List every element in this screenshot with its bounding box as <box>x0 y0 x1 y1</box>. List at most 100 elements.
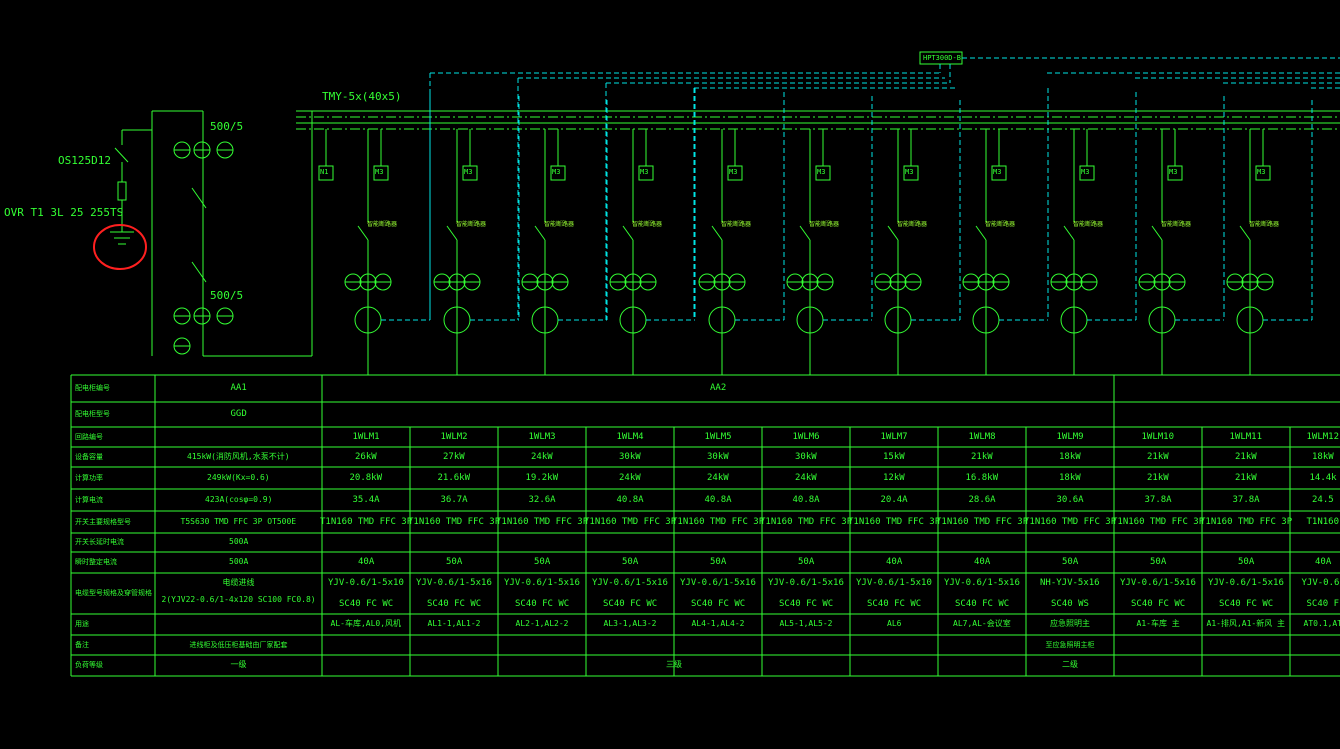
circuit-1-cable: YJV-0.6/1-5x10 <box>328 577 404 588</box>
circuit-9-instant: 50A <box>1062 556 1079 567</box>
circuit-2-power: 21.6kW <box>437 472 471 483</box>
circuit-4-cable: YJV-0.6/1-5x16 <box>592 577 668 588</box>
circuit-12-conduit: SC40 F <box>1306 598 1340 609</box>
circuit-4-current: 40.8A <box>616 494 644 505</box>
circuit-1-breaker: T1N160 TMD FFC 3P <box>320 516 413 527</box>
aa1-note: 进线柜及低压柜基础由厂家配套 <box>189 640 288 649</box>
circuit-7-capacity: 15kW <box>883 451 905 462</box>
circuit-12-breaker: T1N160 <box>1306 516 1340 527</box>
circuit-7-use: AL6 <box>887 619 902 628</box>
circuit-7-current: 20.4A <box>880 494 908 505</box>
feeder-6-meter-box <box>727 165 743 181</box>
feeder-10-meter-label: M3 <box>1081 168 1090 176</box>
feeder-5-meter-box <box>638 165 654 181</box>
circuit-3-capacity: 24kW <box>531 451 553 462</box>
circuit-8-current: 28.6A <box>968 494 996 505</box>
row-header-2: 配电柜型号 <box>75 410 110 418</box>
feeder-8-meter-box <box>903 165 919 181</box>
aa2-panel: AA2 <box>710 382 727 393</box>
feeder-11-meter-label: M3 <box>1169 168 1178 176</box>
circuit-5-id: 1WLM5 <box>704 431 732 442</box>
circuit-7-conduit: SC40 FC WC <box>867 598 922 609</box>
circuit-3-current: 32.6A <box>528 494 556 505</box>
circuit-3-conduit: SC40 FC WC <box>515 598 570 609</box>
circuit-5-instant: 50A <box>710 556 727 567</box>
circuit-3-power: 19.2kW <box>525 472 559 483</box>
control-wiring-layer <box>381 57 1340 321</box>
circuit-8-instant: 40A <box>974 556 991 567</box>
red-annotation-circle <box>93 224 147 270</box>
circuit-12-cable: YJV-0.6/ <box>1301 577 1340 588</box>
circuit-11-cable: YJV-0.6/1-5x16 <box>1208 577 1284 588</box>
feeder-9-meter-label: M3 <box>993 168 1002 176</box>
feeder-10-breaker-label: 智能断路器 <box>1073 221 1104 228</box>
circuit-12-current: 24.5 <box>1312 494 1334 505</box>
circuit-4-instant: 50A <box>622 556 639 567</box>
feeder-4-breaker-blade <box>534 225 546 241</box>
circuit-12-capacity: 18kW <box>1312 451 1334 462</box>
circuit-2-use: AL1-1,AL1-2 <box>427 619 481 628</box>
feeder-3-breaker-label: 智能断路器 <box>456 221 487 228</box>
circuit-5-cable: YJV-0.6/1-5x16 <box>680 577 756 588</box>
circuit-6-current: 40.8A <box>792 494 820 505</box>
circuit-4-capacity: 30kW <box>619 451 641 462</box>
circuit-1-instant: 40A <box>358 556 375 567</box>
busbar-label: TMY-5x(40x5) <box>322 90 402 103</box>
monitor-label: HPT300D-B <box>923 54 961 62</box>
arrester-body <box>117 181 127 201</box>
circuit-6-instant: 50A <box>798 556 815 567</box>
ct-bottom-label: 500/5 <box>210 289 244 302</box>
circuit-5-breaker: T1N160 TMD FFC 3P <box>672 516 765 527</box>
feeder-12-breaker-blade <box>1239 225 1251 241</box>
feeder-3-breaker-blade <box>446 225 458 241</box>
circuit-5-conduit: SC40 FC WC <box>691 598 746 609</box>
circuit-10-breaker: T1N160 TMD FFC 3P <box>1112 516 1205 527</box>
row-header-5: 计算功率 <box>75 473 103 482</box>
circuit-12-use: AT0.1,AT <box>1303 619 1340 628</box>
feeder-4-meter-box <box>550 165 566 181</box>
feeder-2-breaker-blade <box>357 225 369 241</box>
feeder-4-breaker-label: 智能断路器 <box>544 221 575 228</box>
circuit-11-power: 21kW <box>1235 472 1257 483</box>
circuit-1-conduit: SC40 FC WC <box>339 598 394 609</box>
aa1-capacity: 415kW(消防风机,水泵不计) <box>187 452 290 461</box>
circuit-2-breaker: T1N160 TMD FFC 3P <box>408 516 501 527</box>
feeder-8-breaker-blade <box>887 225 899 241</box>
circuit-11-use: A1-排风,A1-新风 主 <box>1206 619 1286 628</box>
feeder-3-meter-label: M3 <box>464 168 473 176</box>
circuit-7-breaker: T1N160 TMD FFC 3P <box>848 516 941 527</box>
circuit-7-id: 1WLM7 <box>880 431 908 442</box>
circuit-1-current: 35.4A <box>352 494 380 505</box>
circuit-2-cable: YJV-0.6/1-5x16 <box>416 577 492 588</box>
aa1-cable-entry: 电缆进线 <box>222 578 255 587</box>
row-header-1: 配电柜编号 <box>75 384 110 392</box>
feeder-7-meter-box <box>815 165 831 181</box>
circuit-11-instant: 50A <box>1238 556 1255 567</box>
ct-top-label: 500/5 <box>210 120 244 133</box>
surge-switch-label: OS125D12 <box>58 154 111 167</box>
circuit-5-capacity: 30kW <box>707 451 729 462</box>
aa2-load-class: 三级 <box>666 660 682 669</box>
circuit-8-breaker: T1N160 TMD FFC 3P <box>936 516 1029 527</box>
arrester-switch-blade <box>114 147 129 163</box>
row-header-7: 开关主要规格型号 <box>75 517 131 526</box>
circuit-10-current: 37.8A <box>1144 494 1172 505</box>
circuit-10-capacity: 21kW <box>1147 451 1169 462</box>
feeder-12-meter-label: M3 <box>1257 168 1266 176</box>
feeder-5-breaker-label: 智能断路器 <box>632 221 663 228</box>
circuit-4-id: 1WLM4 <box>616 431 644 442</box>
circuit-11-conduit: SC40 FC WC <box>1219 598 1274 609</box>
feeder-6-breaker-blade <box>711 225 723 241</box>
circuit-10-use: A1-车库 主 <box>1136 619 1180 628</box>
feeder-3-meter-box <box>462 165 478 181</box>
feeder-11-breaker-label: 智能断路器 <box>1161 221 1192 228</box>
circuit-8-use: AL7,AL-会议室 <box>953 619 1011 628</box>
row-header-8: 开关长延时电流 <box>75 538 124 546</box>
circuit-4-breaker: T1N160 TMD FFC 3P <box>584 516 677 527</box>
circuit-11-capacity: 21kW <box>1235 451 1257 462</box>
circuit-10-power: 21kW <box>1147 472 1169 483</box>
circuit-6-capacity: 30kW <box>795 451 817 462</box>
circuit-1-power: 20.8kW <box>349 472 383 483</box>
feeder-5-meter-label: M3 <box>640 168 649 176</box>
